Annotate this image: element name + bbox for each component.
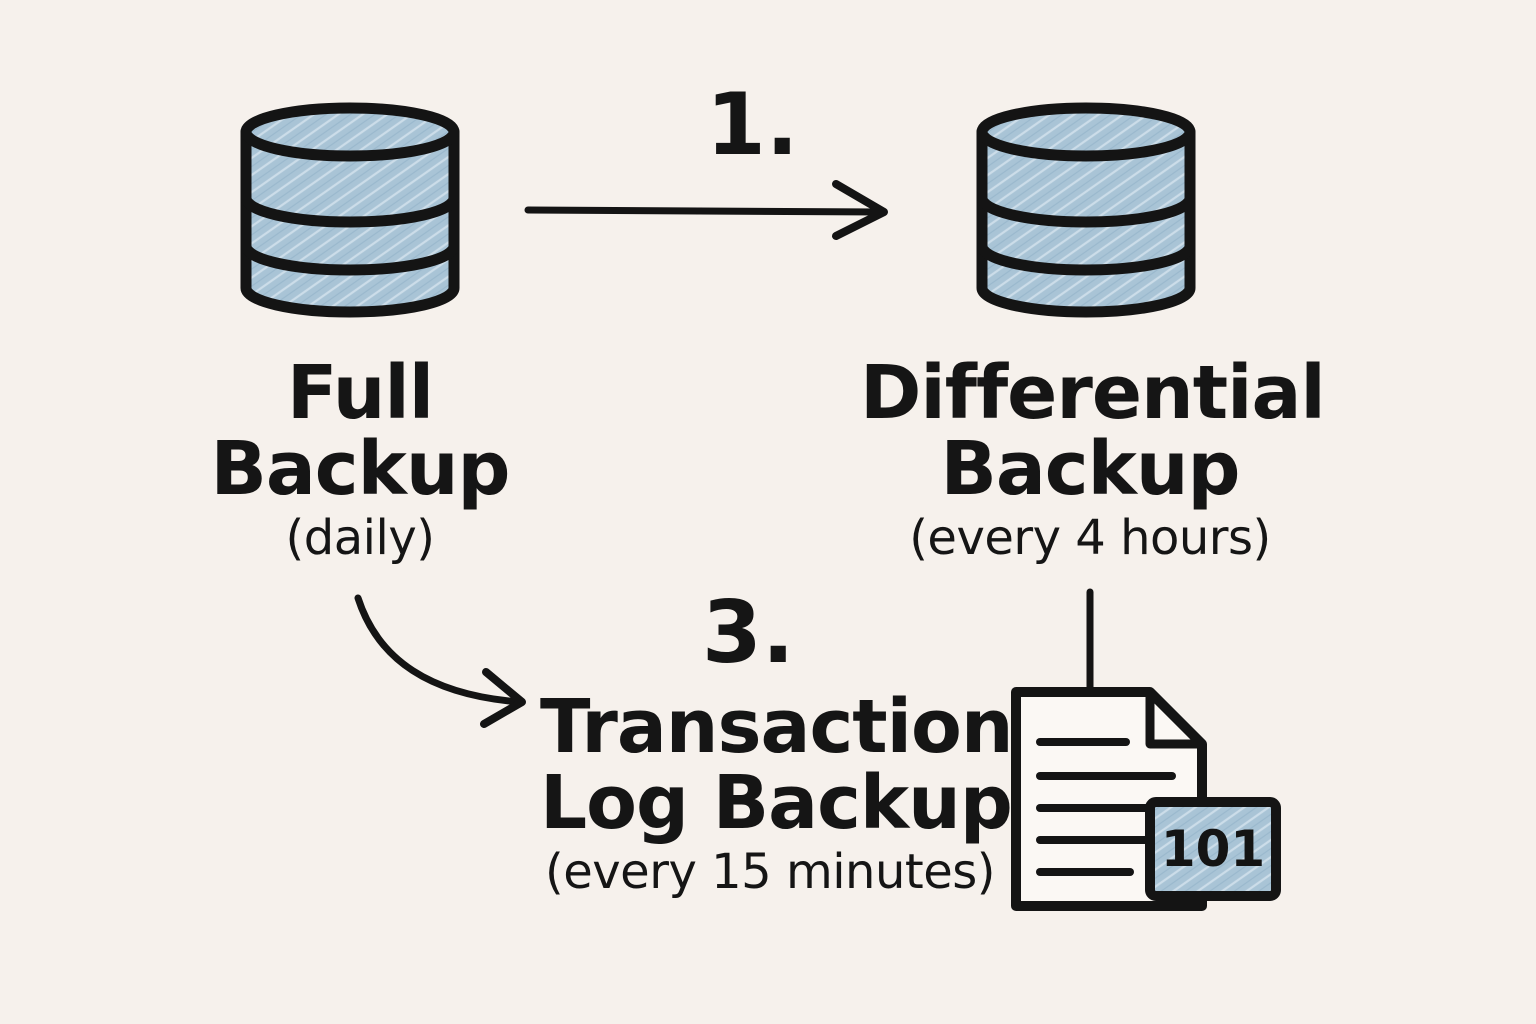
- full-backup-title-line1: Full: [286, 350, 434, 436]
- arrow-full-to-transaction: [354, 594, 526, 728]
- transaction-log-title-line2: Log Backup: [540, 760, 1013, 846]
- transaction-log-schedule: (every 15 minutes): [545, 844, 995, 900]
- transaction-log-title-line1: Transaction: [540, 684, 1014, 770]
- differential-backup-title-line1: Differential: [860, 350, 1326, 436]
- arrow-full-to-differential: [524, 180, 888, 240]
- full-backup-schedule: (daily): [285, 510, 435, 566]
- binary-badge-text: 101: [1161, 820, 1265, 878]
- transaction-log-backup-label: Transaction Log Backup (every 15 minutes…: [540, 684, 1014, 900]
- differential-backup-title-line2: Backup: [940, 426, 1240, 512]
- step-number-1: 1.: [706, 75, 799, 175]
- log-file-icon: 101: [1011, 687, 1281, 911]
- step-number-3: 3.: [702, 583, 795, 683]
- full-backup-label: Full Backup (daily): [190, 356, 530, 562]
- database-icon: [240, 102, 460, 318]
- binary-badge: [1145, 797, 1281, 901]
- database-icon: [976, 102, 1196, 318]
- differential-backup-label: Differential Backup (every 4 hours): [860, 350, 1326, 566]
- full-backup-title-line2: Backup: [210, 426, 510, 512]
- differential-backup-schedule: (every 4 hours): [909, 510, 1271, 566]
